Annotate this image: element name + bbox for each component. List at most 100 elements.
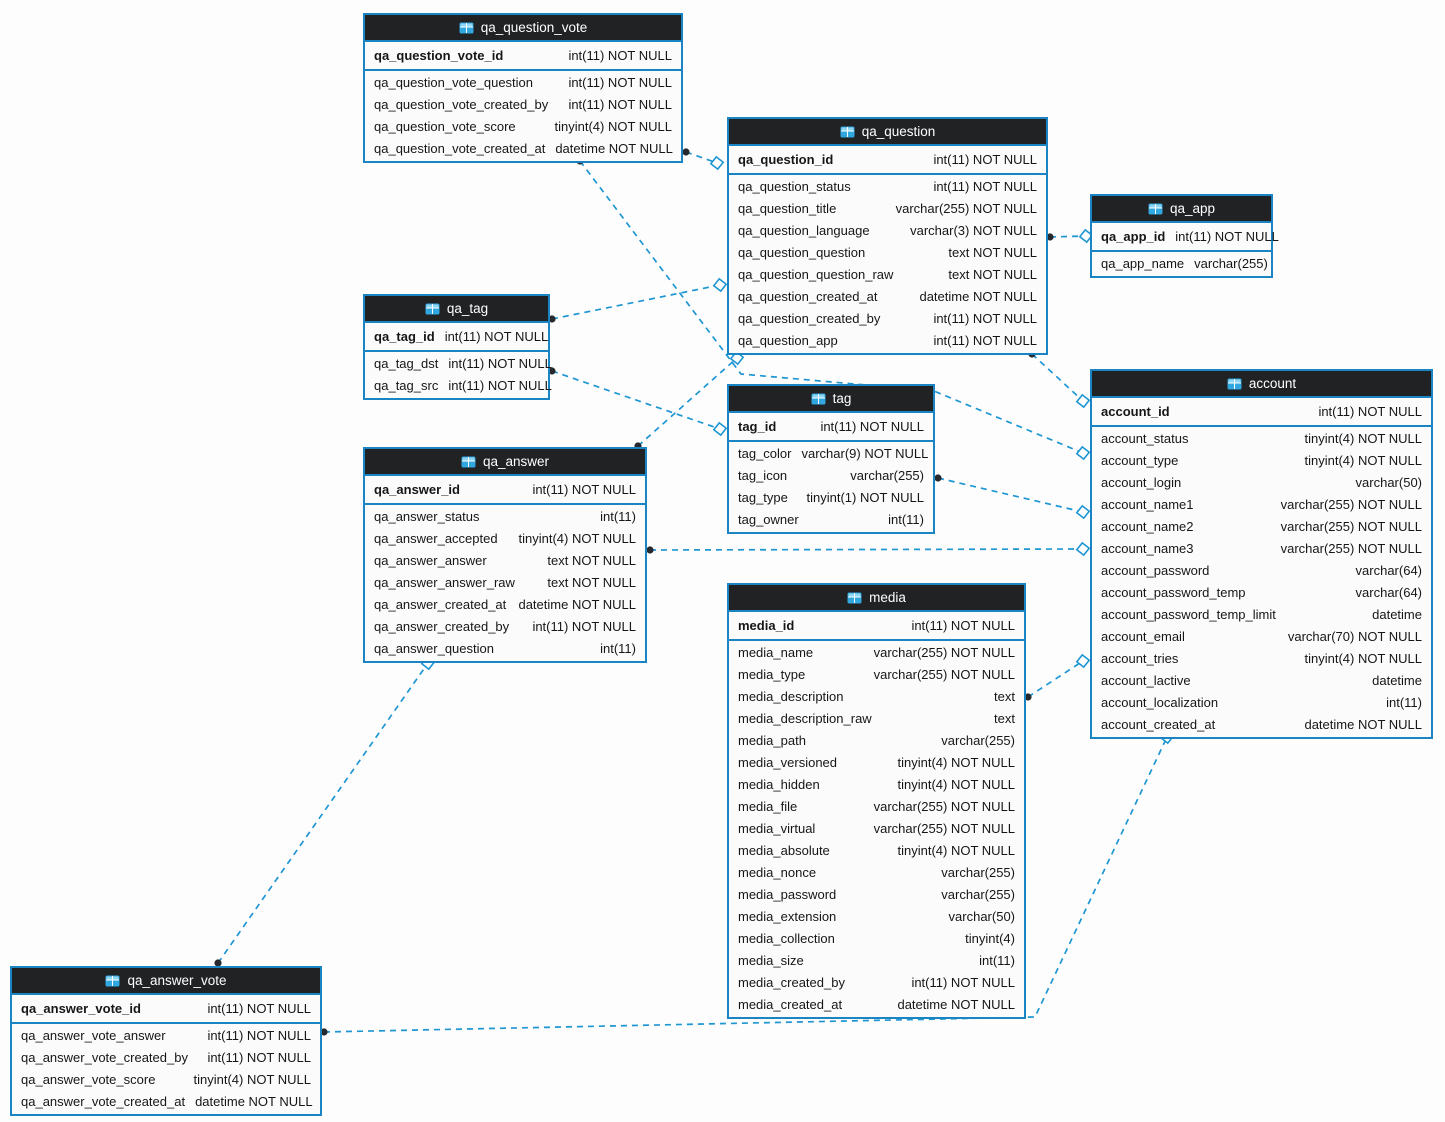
table-header-tag[interactable]: tag xyxy=(729,386,933,413)
table-header-qa_question_vote[interactable]: qa_question_vote xyxy=(365,15,681,42)
relationship-line-qa_answer_vote_created_by-account_id[interactable] xyxy=(323,736,1168,1033)
table-header-qa_answer_vote[interactable]: qa_answer_vote xyxy=(12,968,320,995)
relationship-line-qa_question_created_by-account_id[interactable] xyxy=(1031,353,1084,402)
relationship-line-qa_question_vote_created_by-account_id[interactable] xyxy=(579,160,1084,454)
table-header-qa_question[interactable]: qa_question xyxy=(729,119,1046,146)
table-header-qa_answer[interactable]: qa_answer xyxy=(365,449,645,476)
relationship-line-qa_answer_created_by-account_id[interactable] xyxy=(649,548,1084,551)
relationship-line-qa_answer_vote_answer-qa_answer_id[interactable] xyxy=(217,662,429,964)
column-name: account_id xyxy=(1101,404,1170,419)
table-header-media[interactable]: media xyxy=(729,585,1024,612)
relationship-line-tag_owner-account_id[interactable] xyxy=(937,477,1084,513)
table-header-account[interactable]: account xyxy=(1092,371,1431,398)
relationship-child-dot xyxy=(934,474,942,482)
relationship-line-media_created_by-account_id[interactable] xyxy=(1027,660,1084,698)
table-header-qa_tag[interactable]: qa_tag xyxy=(365,296,548,323)
relationship-line-qa_answer_question-qa_question_id[interactable] xyxy=(637,357,738,447)
relationship-line-qa_question_vote_question-qa_question_id[interactable] xyxy=(685,151,718,164)
table-header-qa_app[interactable]: qa_app xyxy=(1092,196,1271,223)
relationship-line-qa_tag_src-tag_id[interactable] xyxy=(551,370,721,430)
